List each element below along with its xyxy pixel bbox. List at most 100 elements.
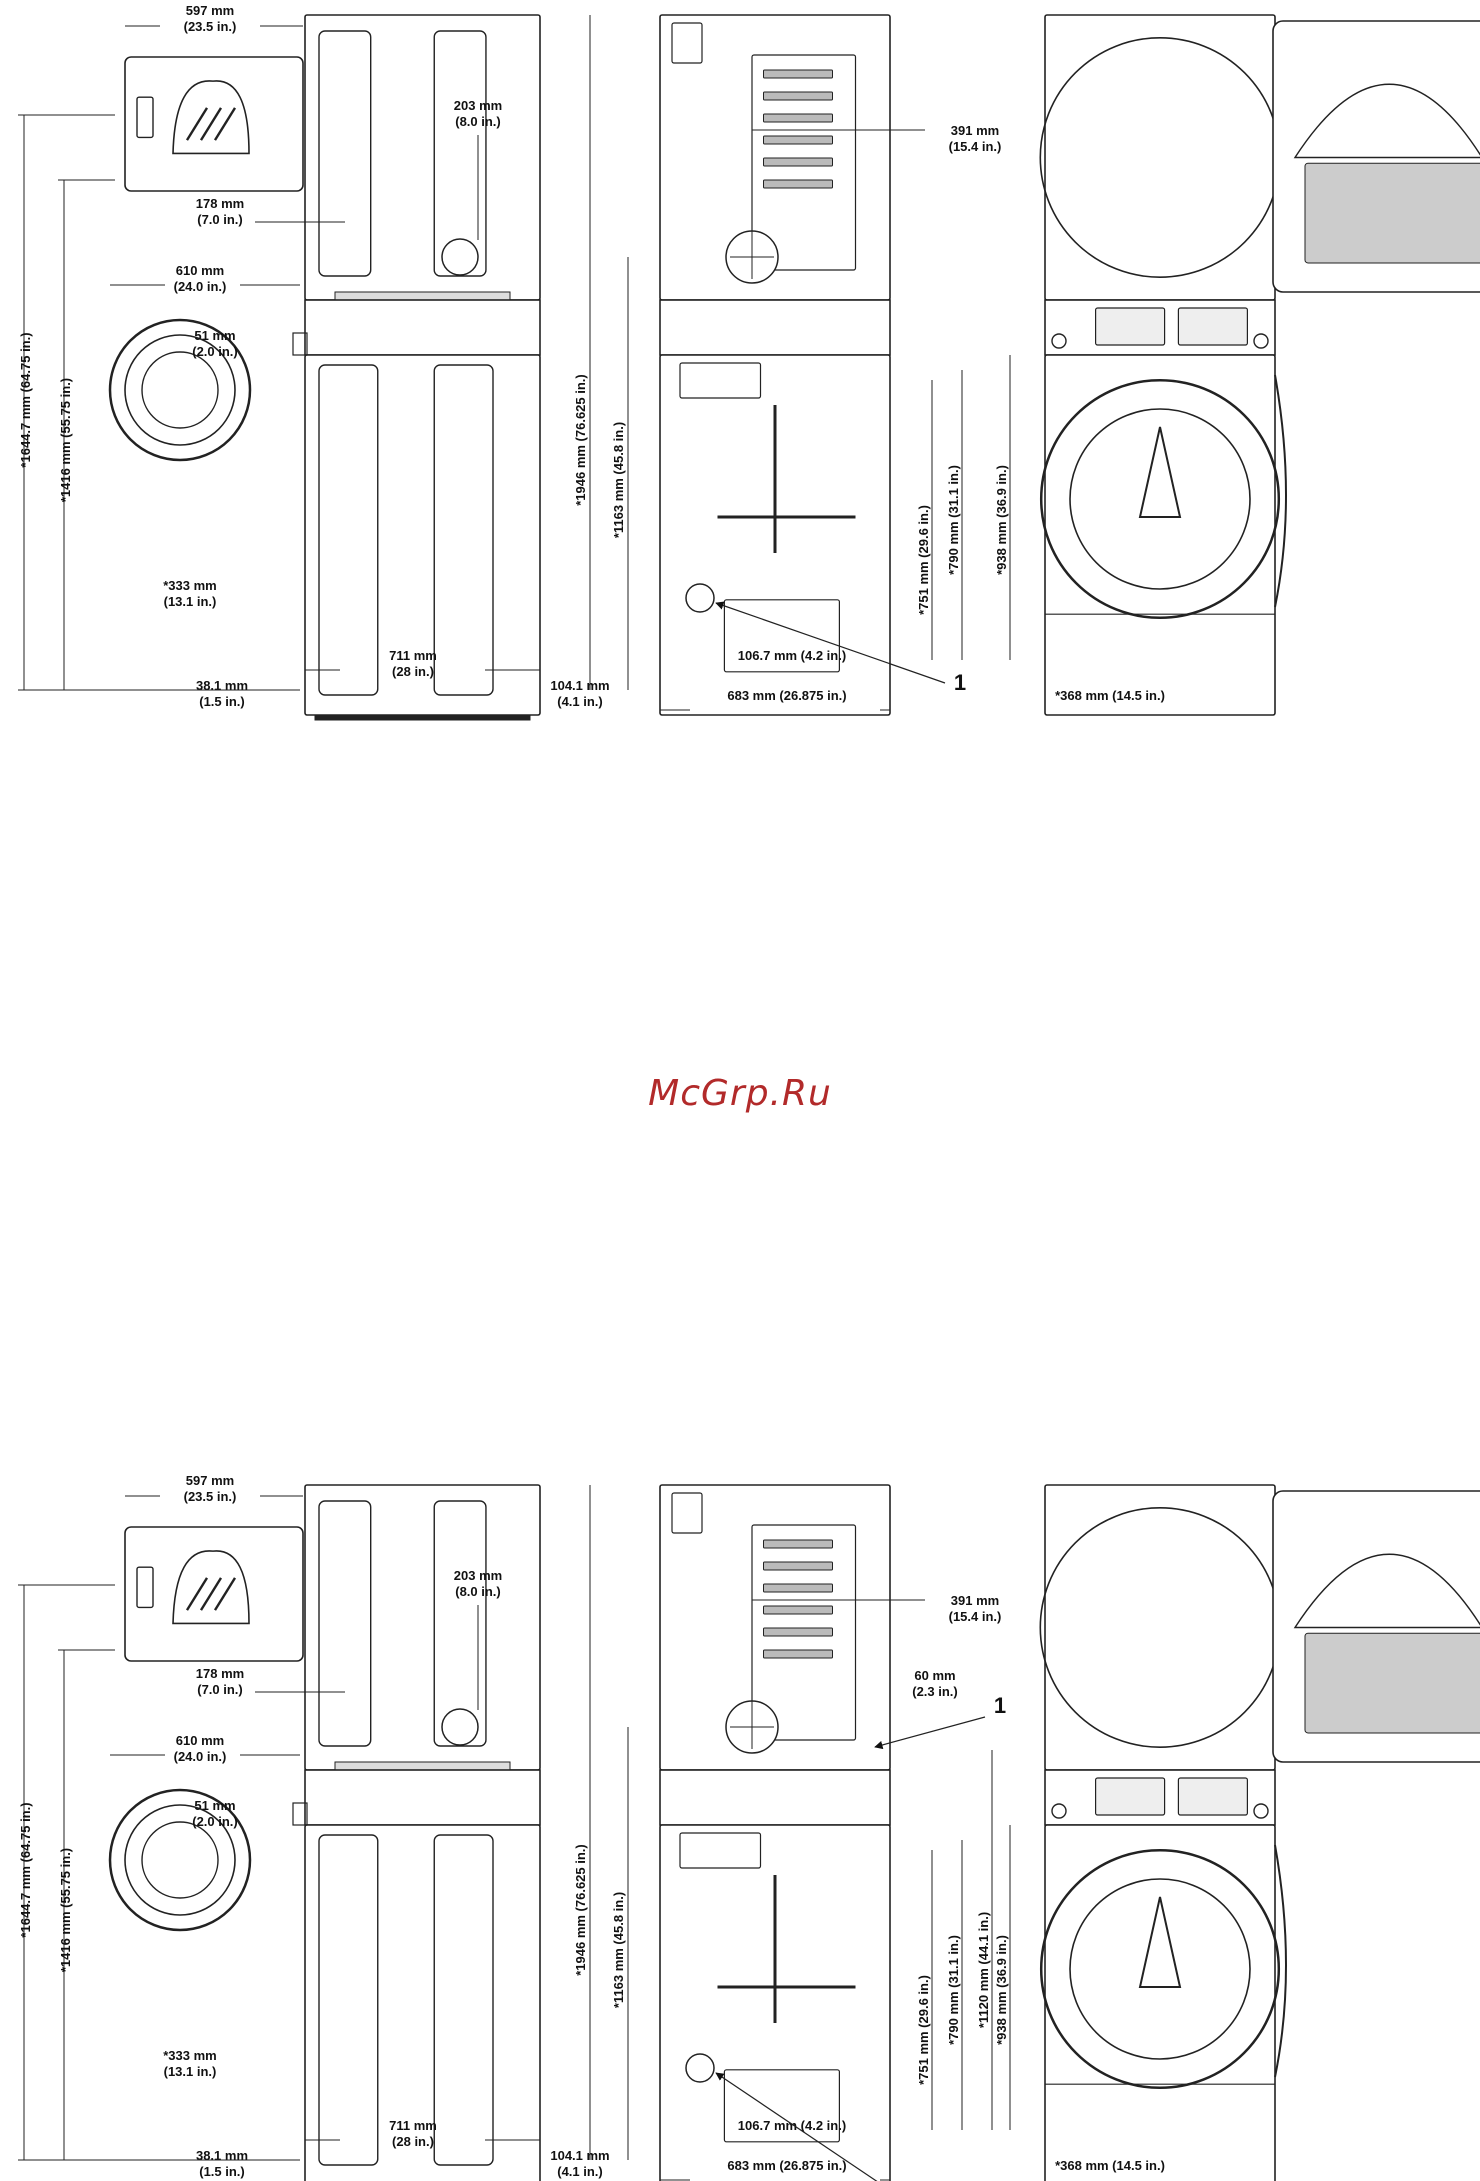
depth-333-label: *333 mm — [163, 578, 216, 593]
inlet-panel — [679, 1832, 762, 1869]
depth-60-label: (2.3 in.) — [912, 1684, 958, 1699]
width-610-label: 610 mm — [176, 263, 224, 278]
display — [1177, 1777, 1249, 1816]
depth-391-label: 391 mm — [951, 123, 999, 138]
height-1946-label: *1946 mm (76.625 in.) — [573, 1844, 588, 1976]
display — [1094, 307, 1166, 346]
vent-slot — [763, 69, 833, 79]
height-790-label: *790 mm (31.1 in.) — [946, 465, 961, 575]
height-178-label: 178 mm — [196, 1666, 244, 1681]
height-1163-label: *1163 mm (45.8 in.) — [611, 422, 626, 538]
width-104-label: 104.1 mm — [550, 678, 609, 693]
door-window — [172, 80, 250, 155]
knob — [1051, 333, 1067, 349]
dimension-diagram-top: 597 mm(23.5 in.)610 mm(24.0 in.)178 mm(7… — [18, 3, 1480, 721]
height-1416-label: *1416 mm (55.75 in.) — [58, 1848, 73, 1972]
middle-band — [304, 1769, 541, 1826]
side-panel — [318, 364, 379, 696]
exhaust-outlet — [441, 1708, 479, 1746]
display — [1094, 1777, 1166, 1816]
outlet-stub — [292, 1802, 308, 1826]
vent-slot — [763, 1539, 833, 1549]
base-rail — [334, 1761, 511, 1771]
callout-arrow — [874, 1716, 986, 1750]
dryer-front — [1044, 1484, 1276, 1771]
side-panel — [318, 30, 372, 277]
middle-band — [659, 1769, 891, 1826]
width-610-label: 610 mm — [176, 1733, 224, 1748]
side-panel — [318, 1834, 379, 2166]
washer-side — [304, 1824, 541, 2181]
depth-391-label: 391 mm — [951, 1593, 999, 1608]
height-938-label: *938 mm (36.9 in.) — [994, 1935, 1009, 2045]
drum-baffle — [1138, 1896, 1182, 1988]
window-glare — [185, 107, 209, 141]
dimension-diagram-bottom: 597 mm(23.5 in.)610 mm(24.0 in.)178 mm(7… — [18, 1473, 1480, 2181]
middle-band — [659, 299, 891, 356]
window-glare — [185, 1577, 209, 1611]
side-panel — [433, 1500, 487, 1747]
width-51-label: (2.0 in.) — [192, 1814, 238, 1829]
watermark: McGrp.Ru — [648, 1073, 832, 1114]
washer-door — [1039, 378, 1281, 620]
door-window — [1293, 83, 1480, 159]
height-938-label: *938 mm (36.9 in.) — [994, 465, 1009, 575]
height-1163-label: *1163 mm (45.8 in.) — [611, 1892, 626, 2008]
dryer-front — [1044, 14, 1276, 301]
width-610-label: (24.0 in.) — [174, 1749, 227, 1764]
width-711-label: 711 mm — [389, 2118, 437, 2133]
lint-filter — [1304, 162, 1480, 264]
depth-60-label: 60 mm — [914, 1668, 955, 1683]
width-106-label: 106.7 mm (4.2 in.) — [738, 2118, 846, 2133]
depth-333-label: *333 mm — [163, 2048, 216, 2063]
height-178-label: 178 mm — [196, 196, 244, 211]
vent-slot — [763, 135, 833, 145]
window-glare — [213, 107, 237, 141]
width-597-label: (23.5 in.) — [184, 1489, 237, 1504]
width-683-label: 683 mm (26.875 in.) — [727, 2158, 846, 2173]
drain-cover — [723, 2069, 841, 2143]
height-368-label: *368 mm (14.5 in.) — [1055, 688, 1165, 703]
washer-top-view — [108, 1788, 252, 1932]
washer-lid-inner — [141, 1821, 219, 1899]
height-1946-label: *1946 mm (76.625 in.) — [573, 374, 588, 506]
dryer-side — [304, 14, 541, 301]
height-751-label: *751 mm (29.6 in.) — [916, 505, 931, 615]
vent-slot — [763, 1583, 833, 1593]
width-711-label: (28 in.) — [392, 664, 434, 679]
depth-203-label: 203 mm — [454, 1568, 502, 1583]
vent-slot — [763, 157, 833, 167]
washer-door — [1039, 1848, 1281, 2090]
depth-333-label: (13.1 in.) — [164, 594, 217, 609]
width-104-label: (4.1 in.) — [557, 2164, 603, 2179]
control-knob — [136, 1566, 154, 1609]
width-51-label: 51 mm — [194, 1798, 235, 1813]
window-glare — [199, 1577, 223, 1611]
height-1644-label: *1644.7 mm (64.75 in.) — [18, 1802, 33, 1937]
middle-band — [304, 299, 541, 356]
width-683-label: 683 mm (26.875 in.) — [727, 688, 846, 703]
depth-333-label: (13.1 in.) — [164, 2064, 217, 2079]
width-610-label: (24.0 in.) — [174, 279, 227, 294]
height-368-label: *368 mm (14.5 in.) — [1055, 2158, 1165, 2173]
height-178-label: (7.0 in.) — [197, 212, 243, 227]
height-1644-label: *1644.7 mm (64.75 in.) — [18, 332, 33, 467]
side-panel — [433, 1834, 494, 2166]
height-38-label: 38.1 mm — [196, 678, 248, 693]
dryer-top-view — [124, 56, 304, 192]
callout-arrow — [715, 601, 946, 684]
drain-outlet — [685, 2053, 715, 2083]
connection-box — [671, 1492, 703, 1534]
washer-door-hinge — [1274, 374, 1287, 608]
width-106-label: 106.7 mm (4.2 in.) — [738, 648, 846, 663]
width-711-label: (28 in.) — [392, 2134, 434, 2149]
connection-box — [671, 22, 703, 64]
height-1416-label: *1416 mm (55.75 in.) — [58, 378, 73, 502]
drum-baffle — [1138, 426, 1182, 518]
display — [1177, 307, 1249, 346]
height-751-label: *751 mm (29.6 in.) — [916, 1975, 931, 2085]
width-597-label: 597 mm — [186, 3, 234, 18]
depth-391-label: (15.4 in.) — [949, 1609, 1002, 1624]
base-rail — [334, 291, 511, 301]
